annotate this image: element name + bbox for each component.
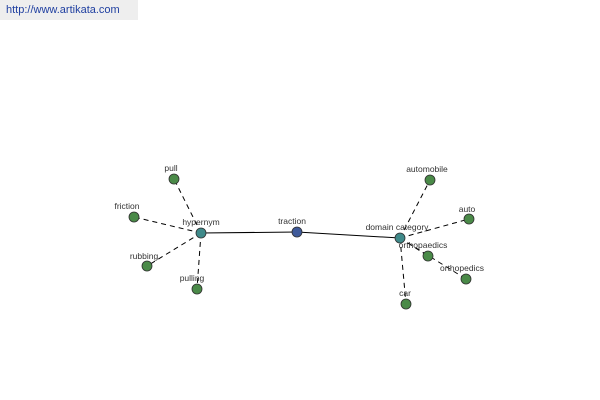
node-domain-category[interactable] (394, 232, 406, 244)
node-pull[interactable] (168, 173, 180, 185)
node-label-automobile[interactable]: automobile (406, 164, 448, 174)
edge-traction-to-domain-category (296, 231, 401, 239)
edge-hypernym-to-pull (173, 178, 202, 234)
node-rubbing[interactable] (141, 260, 153, 272)
edge-domain-category-to-auto (399, 218, 470, 239)
node-traction[interactable] (291, 226, 303, 238)
node-label-orthopedics[interactable]: orthopedics (440, 263, 484, 273)
edge-domain-category-to-orthopedics (399, 237, 467, 280)
edge-traction-to-hypernym (200, 231, 298, 234)
node-friction[interactable] (128, 211, 140, 223)
labels-layer: traction hypernym domain category pull frict… (114, 163, 484, 298)
node-label-orthopaedics[interactable]: orthopaedics (399, 240, 448, 250)
node-label-pulling[interactable]: pulling (180, 273, 205, 283)
node-automobile[interactable] (424, 174, 436, 186)
node-label-hypernym[interactable]: hypernym (182, 217, 219, 227)
node-label-traction[interactable]: traction (278, 216, 306, 226)
node-auto[interactable] (463, 213, 475, 225)
node-car[interactable] (400, 298, 412, 310)
edge-hypernym-to-rubbing (146, 232, 202, 267)
edge-domain-category-to-automobile (399, 179, 431, 239)
edge-domain-category-to-car (399, 237, 407, 305)
site-url-link[interactable]: http://www.artikata.com (6, 4, 120, 16)
url-banner: http://www.artikata.com (0, 0, 138, 20)
node-orthopaedics[interactable] (422, 250, 434, 262)
nodes-layer (128, 173, 475, 310)
node-label-friction[interactable]: friction (114, 201, 139, 211)
edges-layer (133, 178, 470, 305)
node-orthopedics[interactable] (460, 273, 472, 285)
node-label-pull[interactable]: pull (164, 163, 177, 173)
edge-hypernym-to-friction (133, 216, 202, 234)
node-label-auto[interactable]: auto (459, 204, 476, 214)
node-label-rubbing[interactable]: rubbing (130, 251, 159, 261)
node-pulling[interactable] (191, 283, 203, 295)
node-label-car[interactable]: car (399, 288, 411, 298)
edge-hypernym-to-pulling (196, 232, 202, 290)
node-hypernym[interactable] (195, 227, 207, 239)
node-label-domain-category[interactable]: domain category (366, 222, 430, 232)
